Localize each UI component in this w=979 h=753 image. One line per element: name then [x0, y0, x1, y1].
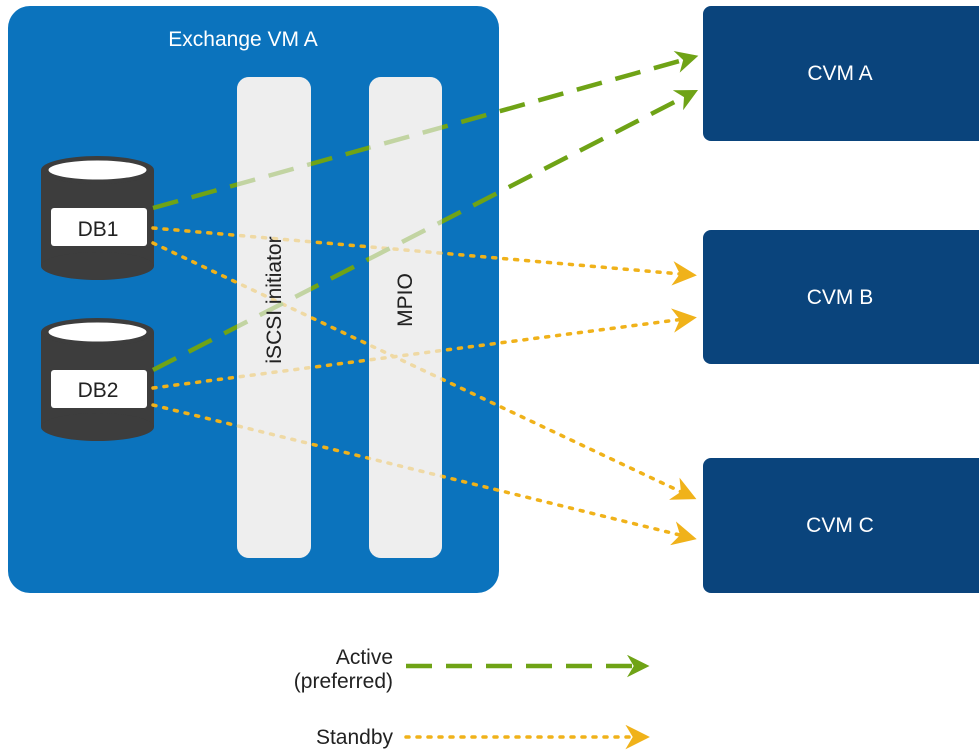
cvm-a-label: CVM A: [807, 62, 872, 85]
cvm-b-label: CVM B: [807, 286, 874, 309]
cvm-b-box: CVM B: [703, 230, 979, 364]
legend-active-label: Active: [336, 646, 393, 669]
db1-label: DB1: [78, 218, 119, 241]
legend: Active (preferred) Standby: [294, 646, 650, 750]
cvm-a-box: CVM A: [703, 6, 979, 141]
cvm-c-box: CVM C: [703, 458, 979, 593]
database-db2: DB2: [41, 318, 154, 441]
mpio-label-front: MPIO: [394, 273, 417, 327]
legend-standby-label: Standby: [316, 726, 394, 749]
iscsi-layer-overlay: [237, 77, 311, 558]
mpio-layer-overlay: [369, 77, 442, 558]
database-db1: DB1: [41, 156, 154, 280]
db2-label: DB2: [78, 379, 119, 402]
exchange-vm-title: Exchange VM A: [168, 28, 317, 51]
cvm-c-label: CVM C: [806, 514, 874, 537]
iscsi-initiator-label-front: iSCSI initiator: [263, 236, 286, 363]
legend-active-sublabel: (preferred): [294, 670, 393, 693]
